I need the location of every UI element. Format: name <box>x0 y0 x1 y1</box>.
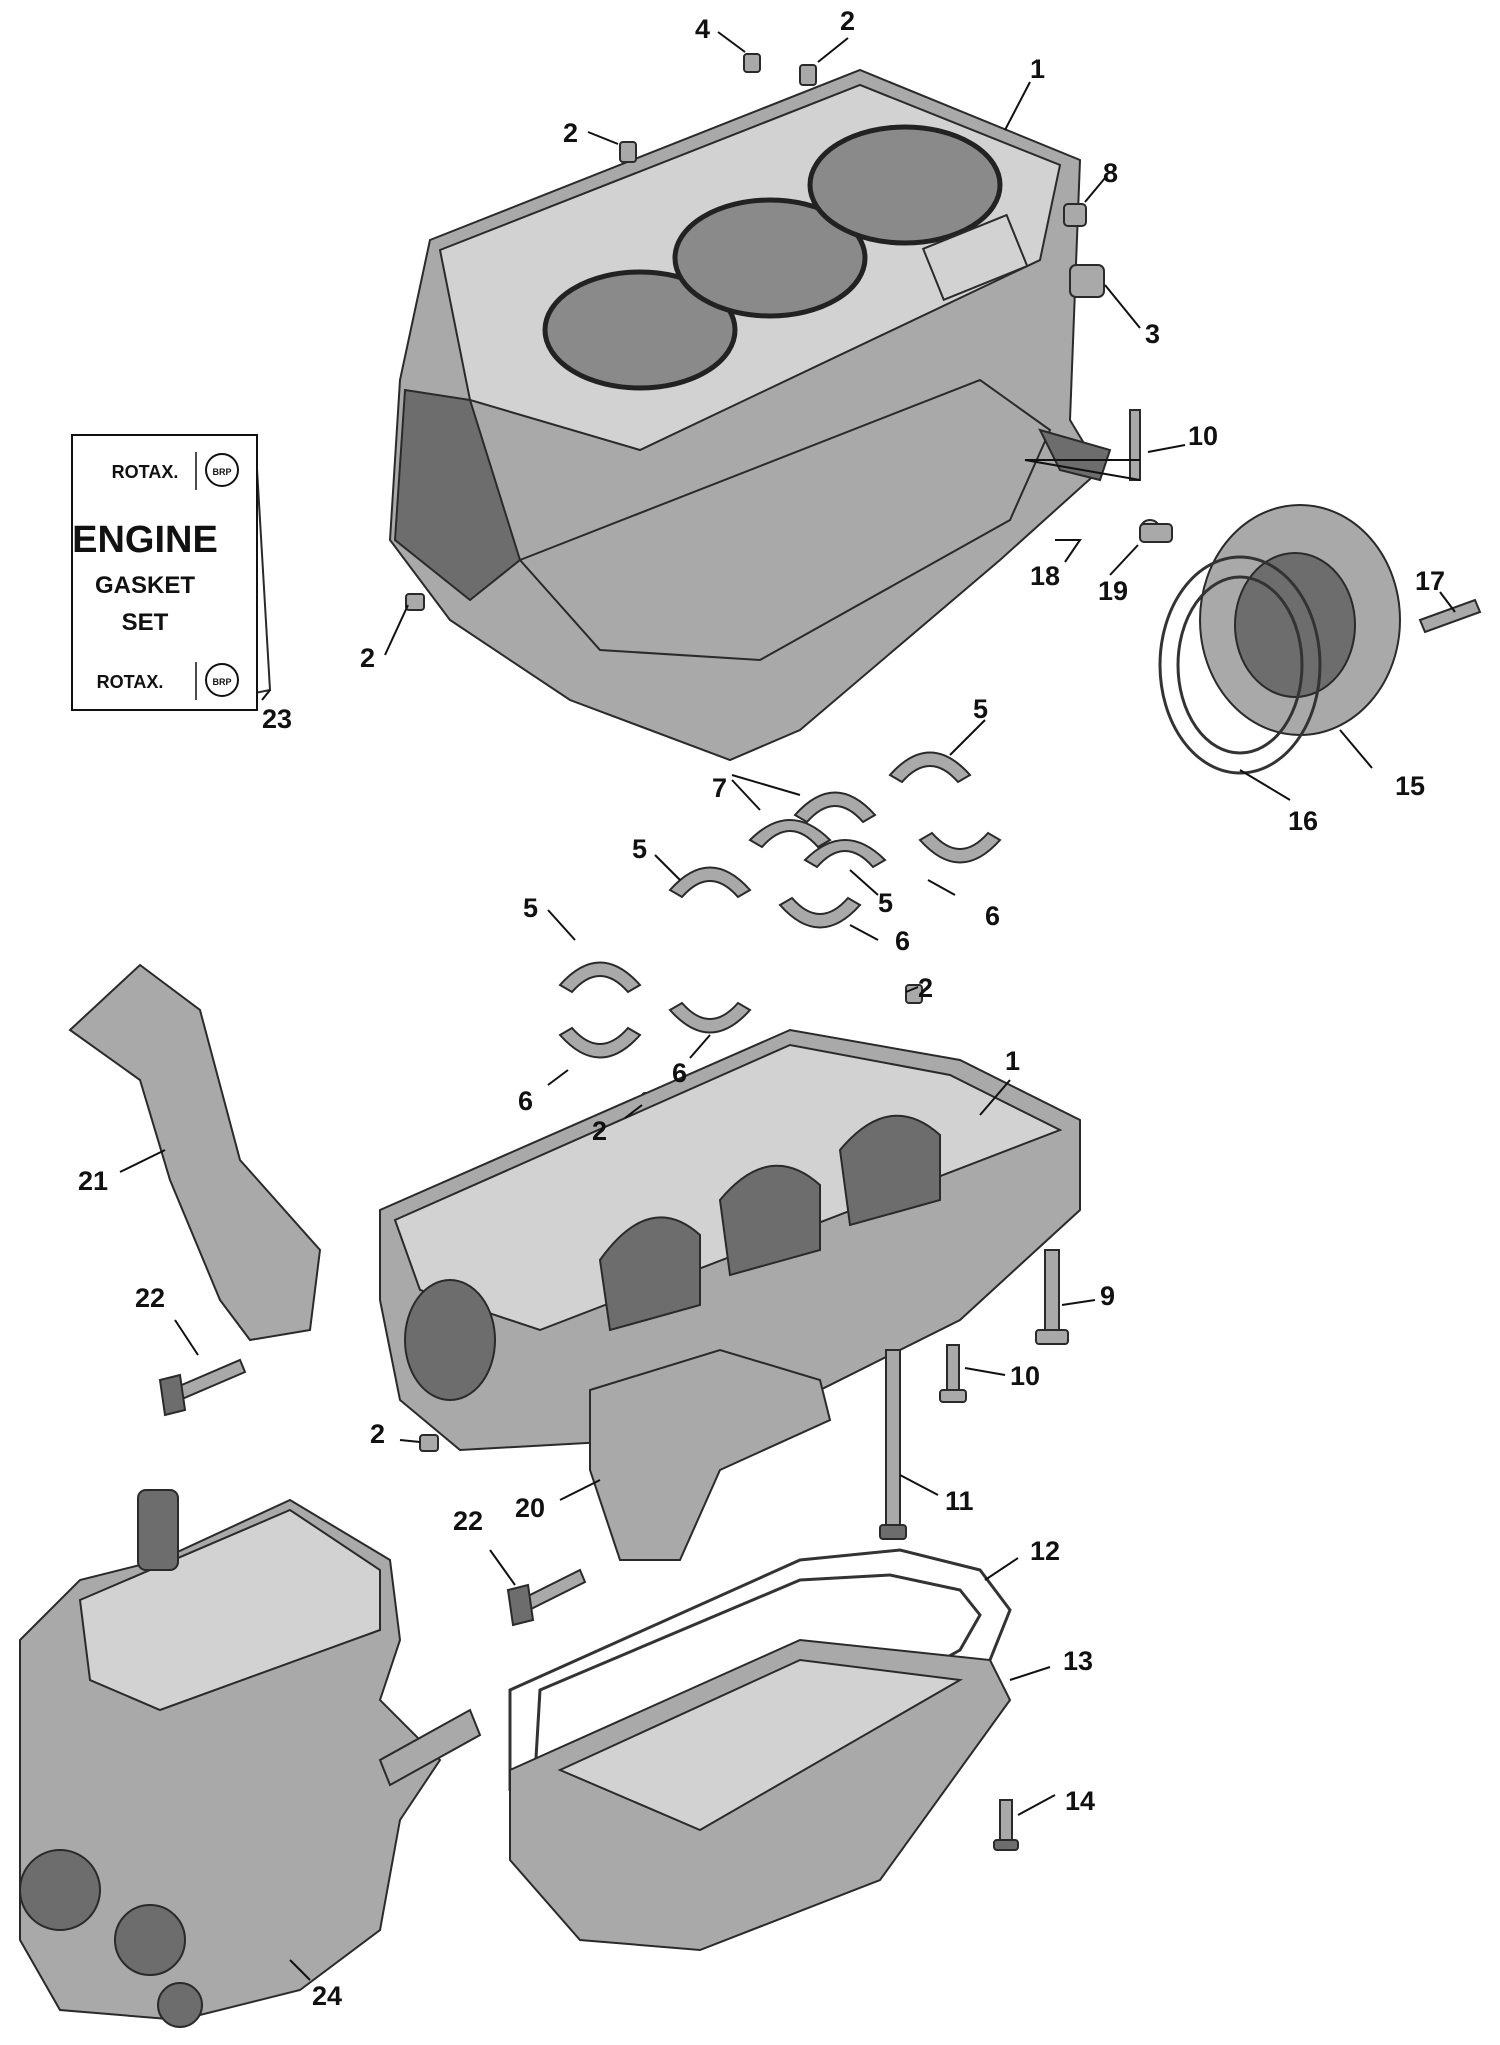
callout-1-lower: 1 <box>1005 1046 1020 1076</box>
callout-6-right: 6 <box>985 901 1000 931</box>
callout-3: 3 <box>1145 319 1160 349</box>
callout-21: 21 <box>78 1166 108 1196</box>
callout-8: 8 <box>1103 158 1118 188</box>
callout-5-top: 5 <box>973 694 988 724</box>
brp-badge-bottom-text: BRP <box>212 677 231 687</box>
kit-line-gasket: GASKET <box>95 572 195 599</box>
callout-15: 15 <box>1395 771 1425 801</box>
kit-brand-top: ROTAX. <box>112 462 179 482</box>
oil-pan <box>509 1638 1019 1952</box>
callout-22-center: 22 <box>453 1506 483 1536</box>
callout-20: 20 <box>515 1493 545 1523</box>
callout-9: 9 <box>1100 1281 1115 1311</box>
callout-13: 13 <box>1063 1646 1093 1676</box>
brp-badge-bottom-icon <box>205 663 239 697</box>
callout-23: 23 <box>262 704 292 734</box>
callout-5-left: 5 <box>523 893 538 923</box>
callout-18: 18 <box>1030 561 1060 591</box>
callout-14: 14 <box>1065 1786 1095 1816</box>
leader-lines <box>119 31 1456 1981</box>
lower-crankcase <box>379 1028 1081 1452</box>
seal-cover <box>1158 504 1401 775</box>
callout-10-upper: 10 <box>1188 421 1218 451</box>
callout-5-mid-left: 5 <box>632 834 647 864</box>
brp-badge-top-text: BRP <box>212 467 231 477</box>
callout-24: 24 <box>312 1981 342 2011</box>
callout-6-center: 6 <box>672 1058 687 1088</box>
callout-2-left-mid: 2 <box>360 643 375 673</box>
kit-brand-bottom: ROTAX. <box>97 672 164 692</box>
brp-badge-top-icon <box>205 453 239 487</box>
callout-7: 7 <box>712 773 727 803</box>
callout-5-mid-right: 5 <box>878 888 893 918</box>
callout-6-mid: 6 <box>895 926 910 956</box>
bearing-shells <box>558 751 1002 1112</box>
kit-line-set: SET <box>122 609 169 636</box>
callout-16: 16 <box>1288 806 1318 836</box>
callout-2-left-top: 2 <box>563 118 578 148</box>
callout-22-left: 22 <box>135 1283 165 1313</box>
callout-labels: 1 2 4 2 8 3 10 18 19 17 2 23 5 7 15 16 5… <box>78 6 1445 2011</box>
callout-17: 17 <box>1415 566 1445 596</box>
callout-2-mid-left: 2 <box>592 1116 607 1146</box>
dowel-pins-upper <box>405 53 1482 634</box>
gasket-set-kit: ROTAX. ENGINE GASKET SET ROTAX. BRP BRP <box>71 434 272 711</box>
callout-2-lower-left: 2 <box>370 1419 385 1449</box>
complete-engine-assembly <box>19 1489 482 2028</box>
callout-1-upper: 1 <box>1030 54 1045 84</box>
kit-title: ENGINE <box>72 519 218 561</box>
callout-10-lower: 10 <box>1010 1361 1040 1391</box>
callout-11: 11 <box>945 1486 974 1516</box>
long-bolt <box>879 1349 907 1540</box>
engine-mount-bracket-center <box>589 1348 832 1561</box>
callout-19: 19 <box>1098 576 1128 606</box>
upper-crankcase <box>388 68 1112 762</box>
engine-mount-bracket-left <box>68 963 587 1627</box>
callout-6-left: 6 <box>518 1086 533 1116</box>
callout-2-mid-right: 2 <box>918 973 933 1003</box>
callout-12: 12 <box>1030 1536 1060 1566</box>
callout-2-top: 2 <box>840 6 855 36</box>
callout-4: 4 <box>695 14 710 44</box>
